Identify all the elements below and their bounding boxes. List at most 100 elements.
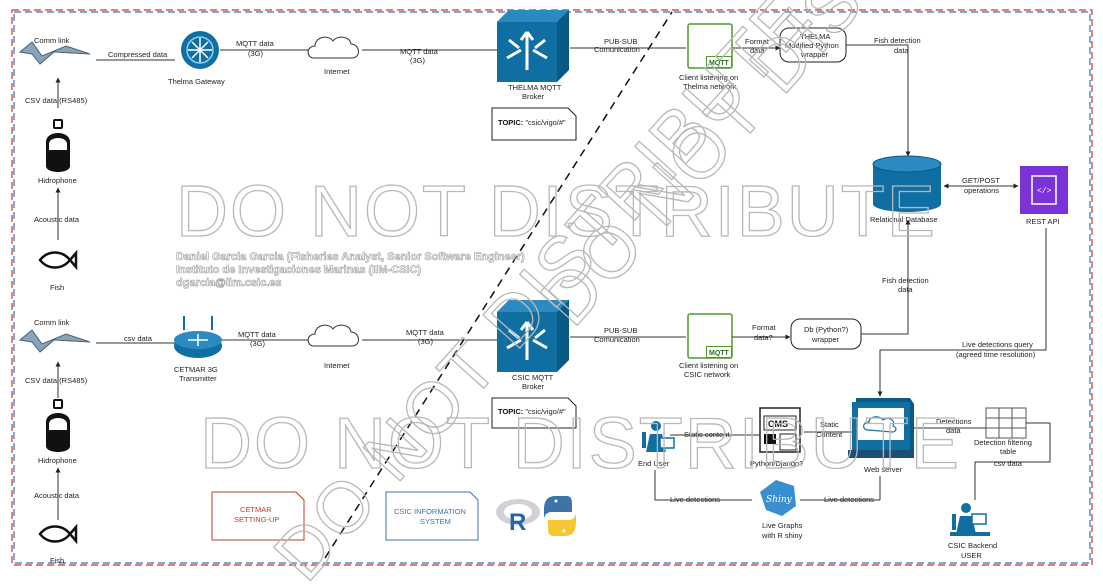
- svg-text:Db (Python?): Db (Python?): [804, 325, 849, 334]
- top-acoustic-label: Acoustic data: [34, 215, 80, 224]
- bottom-csv-short-label: csv data: [124, 334, 153, 343]
- table-label-b: table: [1000, 447, 1016, 456]
- live-detections-left-line: [654, 470, 752, 501]
- svg-text:MQTT: MQTT: [709, 60, 730, 67]
- static-label-a: Static: [820, 420, 839, 429]
- rest-api-icon: </>: [1020, 166, 1068, 214]
- svg-text:CMS: CMS: [768, 419, 788, 429]
- backend-user-icon: [950, 503, 990, 536]
- svg-text:SYSTEM: SYSTEM: [420, 517, 451, 526]
- thelma-mqtt-client-icon: MQTT: [687, 23, 733, 69]
- top-topic-note: TOPIC: "csic/vigo/#": [491, 107, 577, 141]
- svg-text:CETMAR: CETMAR: [240, 505, 272, 514]
- watermark-text-1: DO NOT DISTRIBUTE: [176, 172, 937, 252]
- bottom-fish-label: Fish: [50, 556, 64, 565]
- shiny-label-a: Live Graphs: [762, 521, 803, 530]
- cms-django-icon: CMS: [759, 407, 801, 453]
- top-pubsub-label-a: PUB-SUB: [604, 37, 637, 46]
- shiny-icon: Shiny: [760, 480, 796, 516]
- bottom-fishdet-label-a: Fish detection: [882, 276, 929, 285]
- database-label: Relational Database: [870, 215, 938, 224]
- csic-legend-note: CSIC INFORMATION SYSTEM: [385, 491, 479, 541]
- live-detections-left-label: Live detections: [670, 495, 720, 504]
- top-csv-label: CSV data (RS485): [25, 96, 88, 105]
- bottom-format-label-a: Format: [752, 323, 777, 332]
- svg-text:SETTING-UP: SETTING-UP: [234, 515, 279, 524]
- top-fishdet-arrow: [846, 44, 911, 157]
- live-detections-right-label: Live detections: [824, 495, 874, 504]
- watermark-author-org: Instituto de Investigaciones Marinas (II…: [176, 264, 421, 276]
- top-mqtt2-label-b: (3G): [410, 56, 426, 65]
- top-mqtt1-label-a: MQTT data: [236, 39, 275, 48]
- web-server-label: Web server: [864, 465, 903, 474]
- end-user-label: End User: [638, 459, 670, 468]
- thelma-client-label-b: Thelma network: [683, 82, 737, 91]
- cetmar-transmitter-label-a: CETMAR 3G: [174, 365, 218, 374]
- db-wrapper-box: Db (Python?) wrapper: [790, 318, 862, 350]
- watermark-text-2: DO NOT DISTRIBUTE: [200, 404, 961, 484]
- thelma-client-label-a: Client listening on: [679, 73, 738, 82]
- shiny-label-b: with R shiny: [761, 531, 803, 540]
- top-format-label-b: data: [750, 46, 765, 55]
- bottom-comm-link-icon: [19, 329, 91, 353]
- bottom-mqtt1-label-a: MQTT data: [238, 330, 277, 339]
- cetmar-legend-note: CETMAR SETTING-UP: [211, 491, 305, 541]
- top-fishdet-label-a: Fish detection: [874, 36, 921, 45]
- svg-text:Shiny: Shiny: [766, 495, 793, 505]
- r-logo-icon: R: [496, 499, 540, 536]
- top-mqtt2-label-a: MQTT data: [400, 47, 439, 56]
- top-compressed-label: Compressed data: [108, 50, 168, 59]
- thelma-gateway-label: Thelma Gateway: [168, 77, 225, 86]
- top-comm-link-icon: [19, 41, 91, 65]
- svg-text:R: R: [509, 509, 526, 536]
- watermark-author-name: Daniel Garcia Garcia (Fisheries Analyst,…: [176, 251, 525, 263]
- cetmar-transmitter-label-b: Transmitter: [179, 374, 217, 383]
- thelma-wrapper-box: THELMA Modified Python wrapper: [779, 27, 847, 63]
- getpost-label-b: operations: [964, 186, 999, 195]
- table-label-a: Detection filtering: [974, 438, 1032, 447]
- csic-mqtt-client-icon: MQTT: [687, 313, 733, 359]
- bottom-format-label-b: data?: [754, 333, 773, 342]
- csv-data-label: csv data: [994, 459, 1023, 468]
- bottom-fishdet-arrow: [861, 219, 911, 335]
- bottom-mqtt2-label-b: (3G): [418, 337, 434, 346]
- svg-text:TOPIC: "csic/vigo/#": TOPIC: "csic/vigo/#": [498, 407, 566, 416]
- detections-label-a: Detections: [936, 417, 972, 426]
- svg-text:THELMA: THELMA: [800, 32, 830, 41]
- watermark: DO NOT DISTRIBUTE DO NOT DISTRIBUTE DO N…: [175, 0, 1094, 585]
- top-fish-label: Fish: [50, 283, 64, 292]
- django-label: Python/Django?: [750, 459, 803, 468]
- backend-user-label-a: CSIC Backend: [948, 541, 997, 550]
- boundary-divider: [324, 11, 673, 559]
- top-fish-icon: [38, 251, 78, 269]
- svg-text:MQTT: MQTT: [709, 350, 730, 357]
- bottom-pubsub-label-b: Comunication: [594, 335, 640, 344]
- enduser-static-label: Static content: [684, 430, 730, 439]
- top-mqtt1-label-b: (3G): [248, 49, 264, 58]
- web-server-icon: [848, 398, 914, 458]
- top-internet-cloud-icon: [307, 36, 360, 59]
- top-hydrophone-icon: [45, 119, 71, 173]
- detections-label-b: data: [946, 426, 961, 435]
- top-format-label-a: Format: [745, 37, 770, 46]
- rest-api-label: REST API: [1026, 217, 1060, 226]
- svg-text:CSIC INFORMATION: CSIC INFORMATION: [394, 507, 466, 516]
- top-comm-link-label: Comm link: [34, 36, 70, 45]
- bottom-topic-note: TOPIC: "csic/vigo/#": [491, 397, 577, 429]
- svg-text:Modified Python: Modified Python: [785, 41, 839, 50]
- live-query-arrow: [877, 228, 1047, 397]
- csv-export-line: [974, 422, 1051, 500]
- bottom-hydrophone-icon: [45, 399, 71, 453]
- bottom-comm-link-label: Comm link: [34, 318, 70, 327]
- thelma-broker-label-a: THELMA MQTT: [508, 83, 562, 92]
- top-pubsub-label-b: Comunication: [594, 45, 640, 54]
- svg-text:wrapper: wrapper: [811, 335, 840, 344]
- bottom-fishdet-label-b: data: [898, 285, 913, 294]
- watermark-author-email: dgarcia@iim.csic.es: [176, 277, 282, 289]
- top-hydrophone-label: Hidrophone: [38, 176, 77, 185]
- bottom-fish-icon: [38, 525, 78, 543]
- getpost-label-a: GET/POST: [962, 176, 1000, 185]
- bottom-csv-label: CSV data (RS485): [25, 376, 88, 385]
- svg-text:wrapper: wrapper: [800, 50, 829, 59]
